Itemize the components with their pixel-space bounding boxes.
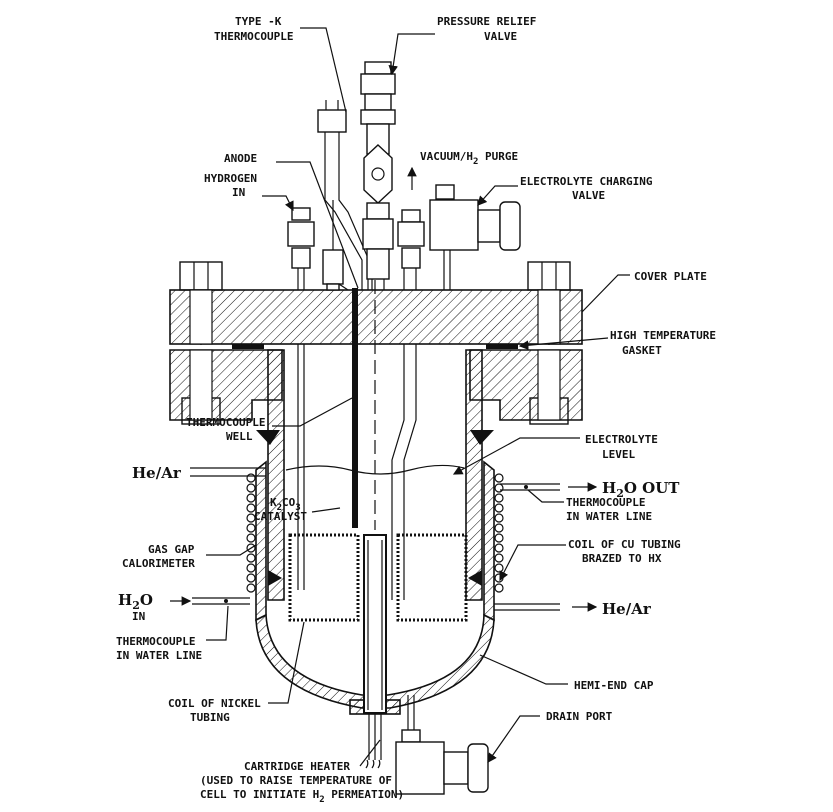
- label-h2o-out: H2O OUT: [602, 479, 680, 500]
- he-ar-inlet-pipe: [190, 467, 266, 477]
- leader-lines: [206, 27, 630, 767]
- label-anode: ANODE: [224, 152, 257, 165]
- h2o-inlet-pipe: [170, 596, 250, 606]
- anode-fitting: [322, 249, 344, 291]
- label-tc-water-right-line2: IN WATER LINE: [566, 510, 652, 523]
- label-thermocouple-well-line2: WELL: [226, 430, 253, 443]
- label-drain-port: DRAIN PORT: [546, 710, 613, 723]
- label-gas-gap-line2: CALORIMETER: [122, 557, 195, 570]
- pressure-relief-valve: [360, 61, 396, 290]
- label-hydrogen-line2: IN: [232, 186, 245, 199]
- label-he-ar-outlet: He/Ar: [602, 600, 652, 618]
- label-gas-gap-line1: GAS GAP: [148, 543, 195, 556]
- gasket: [232, 344, 518, 349]
- label-cartridge-heater-line1: CARTRIDGE HEATER: [244, 760, 350, 773]
- label-hydrogen-line1: HYDROGEN: [204, 172, 257, 185]
- label-he-ar-inlet: He/Ar: [132, 464, 182, 482]
- label-thermocouple-k-line2: THERMOCOUPLE: [214, 30, 293, 43]
- label-electrolyte-level-line2: LEVEL: [602, 448, 635, 461]
- copper-coil: [246, 473, 504, 593]
- label-pressure-relief-line2: VALVE: [484, 30, 517, 43]
- cover-plate: [169, 289, 583, 345]
- label-pressure-relief-line1: PRESSURE RELIEF: [437, 15, 536, 28]
- lower-flange: [169, 349, 583, 421]
- label-catalyst-formula: K2CO3: [270, 496, 301, 513]
- label-hemi-end-cap: HEMI-END CAP: [574, 679, 654, 692]
- vessel-wall: [255, 349, 495, 622]
- label-tc-water-left-line2: IN WATER LINE: [116, 649, 202, 662]
- nickel-coil: [288, 533, 468, 622]
- drain-port: [395, 695, 489, 795]
- label-catalyst: CATALYST: [254, 510, 307, 523]
- label-coil-cu-line1: COIL OF CU TUBING: [568, 538, 681, 551]
- h2o-outlet-pipe: [500, 482, 598, 492]
- vacuum-purge-line: [391, 166, 425, 600]
- label-coil-cu-line2: BRAZED TO HX: [582, 552, 662, 565]
- label-electrolyte-charging-line2: VALVE: [572, 189, 605, 202]
- label-electrolyte-level-line1: ELECTROLYTE: [585, 433, 658, 446]
- label-coil-nickel-line2: TUBING: [190, 711, 230, 724]
- electrolyte-level-line: [285, 464, 465, 475]
- he-ar-outlet-pipe: [494, 602, 598, 612]
- label-tc-water-left-line1: THERMOCOUPLE: [116, 635, 195, 648]
- label-h2o-inlet-in: IN: [132, 610, 145, 623]
- hydrogen-fitting: [287, 207, 315, 590]
- label-vacuum-purge: VACUUM/H2 PURGE: [420, 150, 518, 167]
- label-cover-plate: COVER PLATE: [634, 270, 707, 283]
- label-gasket-line2: GASKET: [622, 344, 662, 357]
- label-tc-water-right-line1: THERMOCOUPLE: [566, 496, 645, 509]
- label-thermocouple-well-line1: THERMOCOUPLE: [186, 416, 265, 429]
- cartridge-heater: [363, 534, 387, 769]
- label-cartridge-heater-line3: CELL TO INITIATE H2 PERMEATION): [200, 788, 404, 805]
- thermocouple-well: [352, 288, 358, 528]
- label-gasket-line1: HIGH TEMPERATURE: [610, 329, 716, 342]
- label-coil-nickel-line1: COIL OF NICKEL: [168, 697, 261, 710]
- label-electrolyte-charging-line1: ELECTROLYTE CHARGING: [520, 175, 653, 188]
- label-h2o-inlet: H2O: [118, 591, 153, 612]
- label-cartridge-heater-line2: (USED TO RAISE TEMPERATURE OF: [200, 774, 392, 787]
- electrolyte-charging-valve: [429, 184, 521, 290]
- label-thermocouple-k-line1: TYPE -K: [235, 15, 282, 28]
